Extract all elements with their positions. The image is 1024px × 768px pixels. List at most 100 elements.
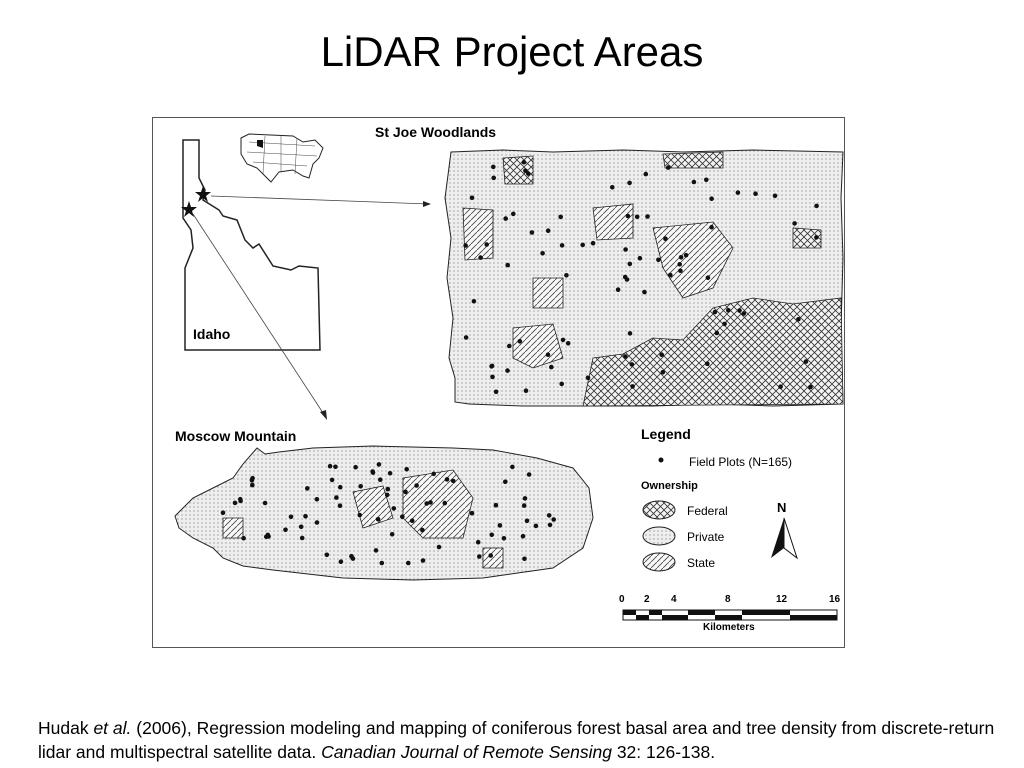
field-plot-dot: [505, 262, 511, 268]
field-plot-dot: [523, 388, 529, 394]
field-plot-dot: [503, 216, 509, 221]
field-plot-dot: [545, 352, 551, 357]
field-plot-dot: [349, 553, 354, 559]
legend-state-label: State: [687, 556, 716, 570]
field-plot-dot: [420, 558, 426, 563]
field-plot-dot: [656, 257, 661, 263]
north-label: N: [777, 500, 787, 515]
field-plot-dot: [220, 510, 226, 515]
field-plot-dot: [358, 484, 363, 489]
citation-volume: 32: 126-138.: [611, 742, 716, 762]
field-plot-dot: [491, 175, 497, 181]
field-plot-dot: [428, 500, 433, 505]
field-plot-dot: [814, 235, 819, 240]
field-plots: [220, 159, 819, 566]
field-plot-dot: [712, 309, 718, 315]
legend-state-symbol: [642, 552, 676, 572]
field-plot-dot: [489, 532, 495, 538]
field-plot-dot: [250, 475, 255, 481]
field-plot-dot: [741, 311, 747, 316]
field-plot-dot: [391, 506, 397, 511]
field-plot-dot: [525, 171, 531, 176]
field-plot-dot: [501, 536, 507, 541]
field-plot-dot: [524, 518, 530, 524]
field-plot-dot: [792, 221, 797, 226]
field-plot-dot: [357, 512, 362, 518]
field-plot-dot: [634, 214, 640, 220]
field-plot-dot: [373, 548, 379, 553]
field-plot-dot: [400, 514, 405, 519]
field-plot-dot: [808, 384, 813, 390]
st-joe-label: St Joe Woodlands: [375, 124, 497, 140]
field-plot-dot: [623, 247, 628, 252]
usa-inset: [240, 133, 324, 183]
field-plot-dot: [545, 228, 551, 233]
field-plot-dot: [314, 520, 320, 525]
field-plot-dot: [558, 214, 563, 220]
scale-tick-4: 4: [671, 594, 677, 605]
field-plot-dot: [250, 482, 255, 488]
moscow-label: Moscow Mountain: [175, 428, 297, 444]
field-plot-dot: [450, 478, 456, 484]
field-plot-dot: [547, 522, 553, 528]
field-plot-dot: [803, 359, 809, 364]
field-plot-dot: [510, 464, 515, 470]
field-plot-dot: [627, 261, 633, 267]
field-plot-dot: [324, 552, 330, 558]
field-plot-dot: [726, 308, 731, 313]
star-moscow: [181, 201, 197, 217]
field-plot-dot: [404, 467, 409, 472]
field-plot-dot: [629, 362, 635, 367]
legend-heading: Legend: [641, 426, 691, 442]
field-plot-dot: [559, 243, 565, 248]
field-plot-dot: [625, 213, 631, 219]
field-plot-dot: [262, 500, 268, 506]
legend-plots-label: Field Plots (N=165): [689, 455, 793, 469]
field-plot-dot: [375, 517, 381, 522]
field-plot-dot: [643, 171, 649, 177]
field-plot-dot: [265, 532, 271, 538]
field-plot-dot: [778, 384, 783, 390]
field-plot-dot: [683, 252, 689, 258]
field-plot-dot: [610, 185, 615, 190]
field-plot-dot: [491, 164, 496, 170]
field-plot-dot: [772, 193, 778, 199]
field-plot-dot: [678, 268, 683, 274]
field-plot-dot: [469, 195, 475, 201]
field-plot-dot: [549, 364, 554, 370]
field-plot-dot: [490, 374, 495, 380]
field-plot-dot: [469, 510, 475, 516]
field-plot-dot: [709, 224, 714, 230]
field-plot-dot: [796, 317, 801, 322]
field-plot-dot: [337, 503, 343, 509]
scale-tick-16: 16: [829, 594, 841, 605]
field-plot-dot: [329, 477, 335, 483]
scale-tick-12: 12: [776, 594, 788, 605]
field-plot-dot: [615, 287, 621, 292]
scale-bar: [622, 609, 838, 621]
field-plot-dot: [477, 554, 482, 559]
field-plot-dot: [299, 535, 305, 541]
field-plot-dot: [303, 513, 308, 519]
citation-body: (2006), Regression modeling and mapping …: [38, 718, 995, 762]
legend-private-label: Private: [687, 530, 725, 544]
st-joe-federal: [582, 297, 844, 407]
field-plot-dot: [660, 369, 666, 375]
field-plot-dot: [384, 492, 390, 498]
field-plot-dot: [565, 341, 571, 346]
field-plot-dot: [551, 517, 556, 522]
field-plot-dot: [526, 472, 532, 477]
field-plot-dot: [663, 236, 668, 241]
field-plot-dot: [444, 477, 450, 482]
field-plot-dot: [642, 289, 647, 295]
north-arrow: [771, 517, 798, 560]
field-plot-dot: [623, 354, 628, 359]
field-plot-dot: [559, 381, 564, 387]
field-plot-dot: [704, 177, 709, 183]
field-plot-dot: [378, 477, 383, 483]
field-plot-dot: [389, 532, 395, 537]
legend-federal-label: Federal: [687, 504, 728, 518]
field-plot-dot: [376, 462, 382, 467]
field-plot-dot: [442, 500, 448, 506]
field-plot-dot: [511, 211, 516, 217]
